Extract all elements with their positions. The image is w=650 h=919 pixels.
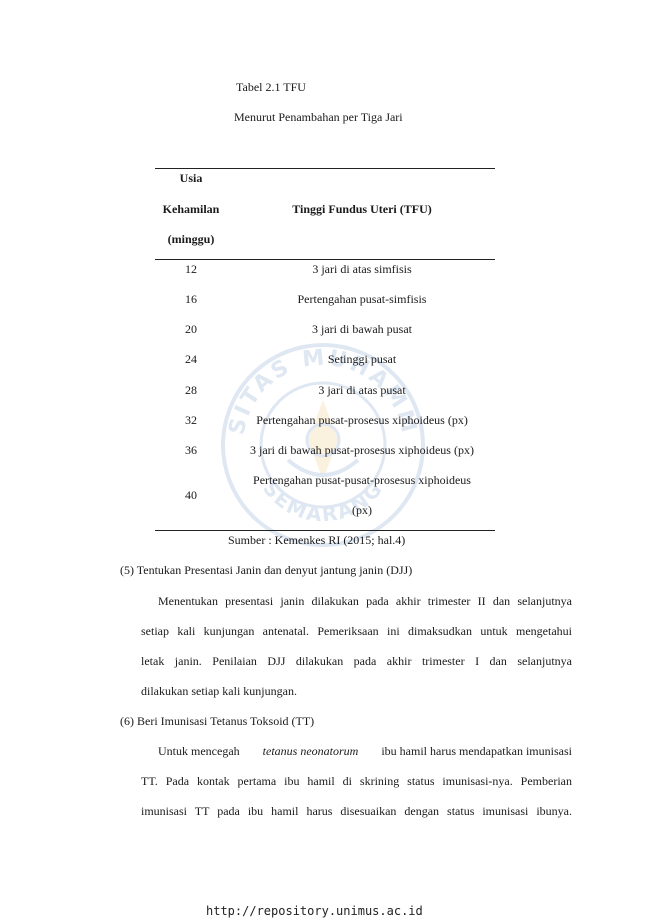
table-header-rule [155, 259, 495, 260]
table-row-tfu: 3 jari di bawah pusat-prosesus xiphoideu… [250, 443, 474, 457]
section-6-heading: (6) Beri Imunisasi Tetanus Toksoid (TT) [120, 714, 315, 728]
table-row-tfu: 3 jari di atas pusat [318, 383, 406, 397]
section-5-heading: (5) Tentukan Presentasi Janin dan denyut… [120, 563, 413, 577]
paragraph-line: setiap kali kunjungan antenatal. Pemerik… [141, 624, 572, 638]
table-row-week: 28 [185, 383, 197, 397]
text-run: ibu hamil harus mendapatkan imunisasi [381, 744, 572, 758]
text-run: Untuk mencegah [158, 744, 240, 758]
table-row-tfu: Pertengahan pusat-prosesus xiphoideus (p… [256, 413, 468, 427]
table-title: Tabel 2.1 TFU [236, 80, 306, 94]
table-row-tfu: Pertengahan pusat-pusat-prosesus xiphoid… [253, 473, 471, 487]
header-tfu: Tinggi Fundus Uteri (TFU) [292, 202, 432, 216]
footer-url: http://repository.unimus.ac.id [206, 904, 423, 918]
header-kehamilan: Kehamilan [162, 202, 220, 216]
header-minggu: (minggu) [167, 232, 215, 246]
table-row-week: 20 [185, 322, 197, 336]
paragraph-line: imunisasi TT pada ibu hamil harus disesu… [141, 804, 572, 818]
table-top-rule [155, 168, 495, 169]
table-row-tfu: 3 jari di bawah pusat [312, 322, 412, 336]
paragraph-line: TT. Pada kontak pertama ibu hamil di skr… [141, 774, 572, 788]
italic-term: tetanus neonatorum [262, 744, 359, 758]
paragraph-line: dilakukan setiap kali kunjungan. [141, 684, 297, 698]
table-row-week: 16 [185, 292, 197, 306]
table-row-week: 36 [185, 443, 197, 457]
table-row-week: 12 [185, 262, 197, 276]
table-row-tfu-cont: (px) [352, 503, 372, 517]
table-subtitle: Menurut Penambahan per Tiga Jari [234, 110, 403, 124]
table-row-week: 40 [185, 488, 197, 502]
paragraph-line: Menentukan presentasi janin dilakukan pa… [158, 594, 572, 608]
table-row-tfu: Setinggi pusat [327, 352, 397, 366]
table-bottom-rule [155, 530, 495, 531]
table-row-week: 24 [185, 352, 197, 366]
paragraph-line: Untuk mencegah tetanus neonatorum ibu ha… [158, 744, 572, 759]
header-usia: Usia [179, 171, 203, 185]
paragraph-line: letak janin. Penilaian DJJ dilakukan pad… [141, 654, 572, 668]
table-source: Sumber : Kemenkes RI (2015; hal.4) [228, 533, 406, 547]
table-row-tfu: 3 jari di atas simfisis [312, 262, 412, 276]
table-row-week: 32 [185, 413, 197, 427]
table-row-tfu: Pertengahan pusat-simfisis [297, 292, 427, 306]
